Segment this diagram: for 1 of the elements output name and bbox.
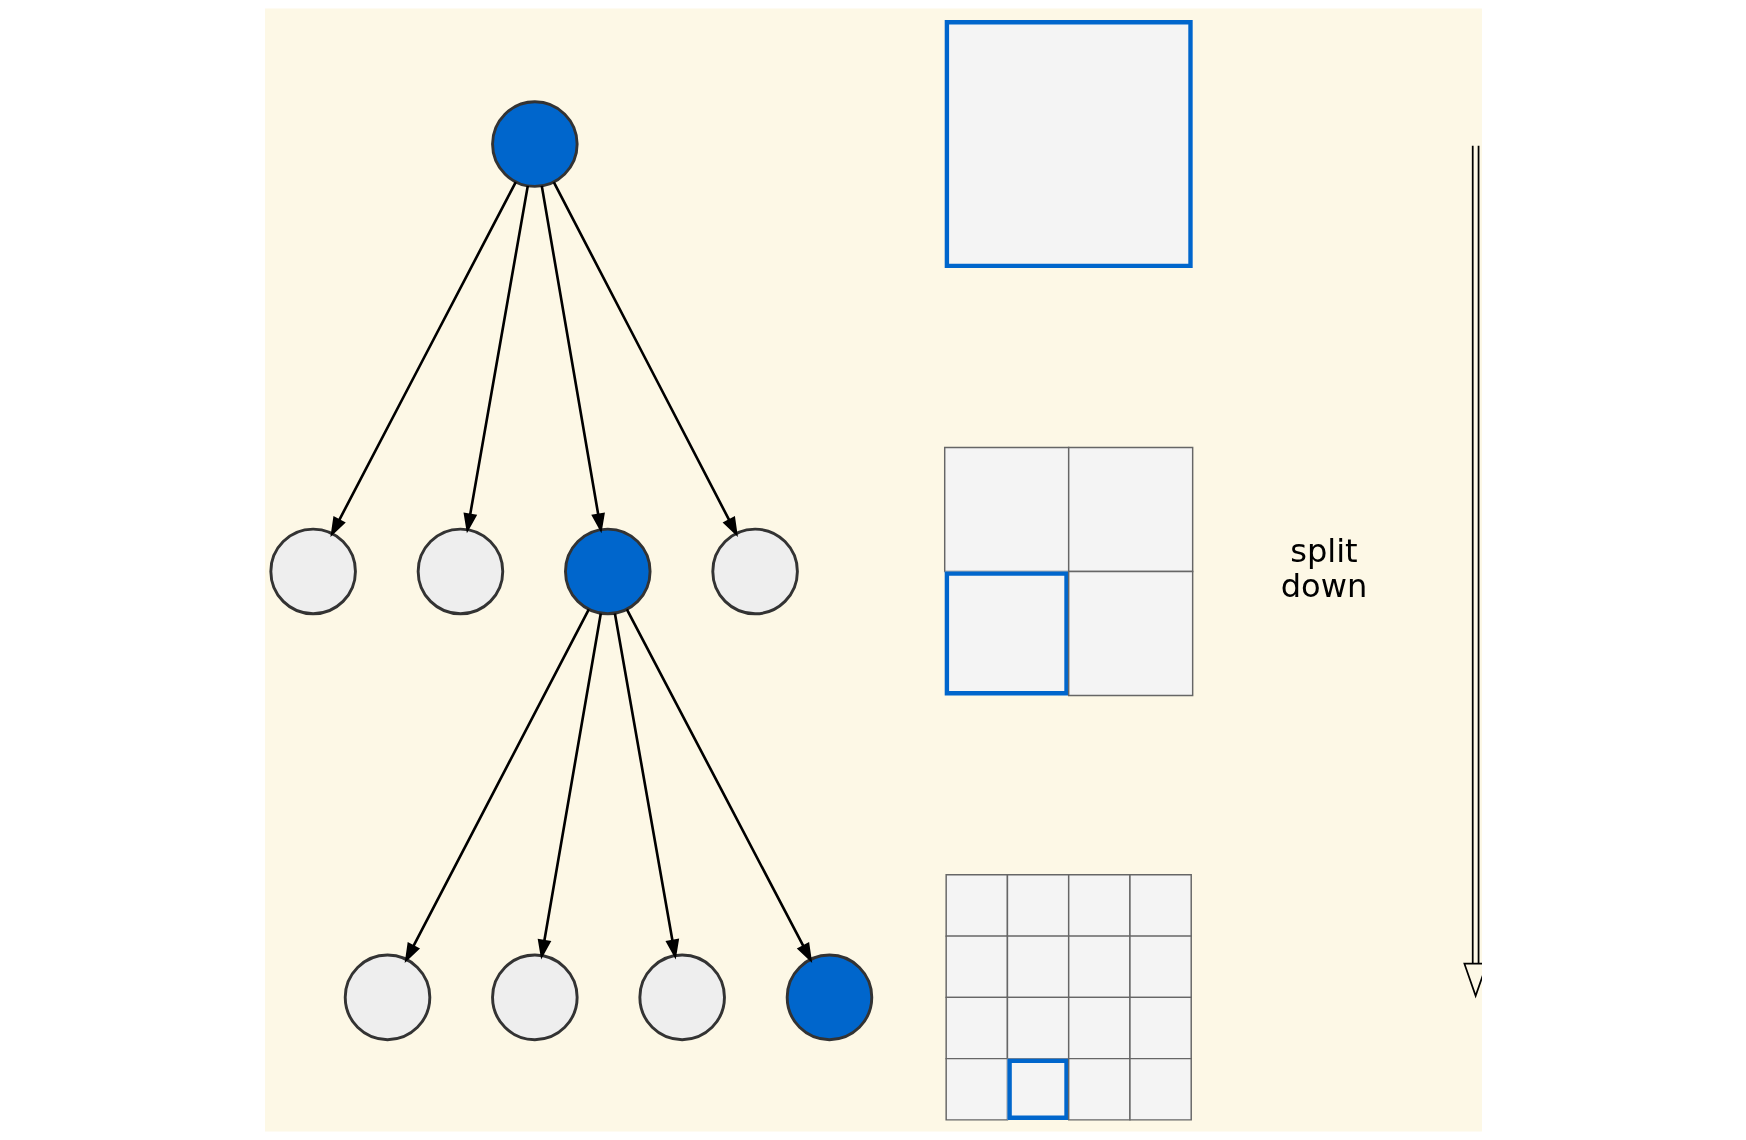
label: split down <box>1280 532 1367 606</box>
